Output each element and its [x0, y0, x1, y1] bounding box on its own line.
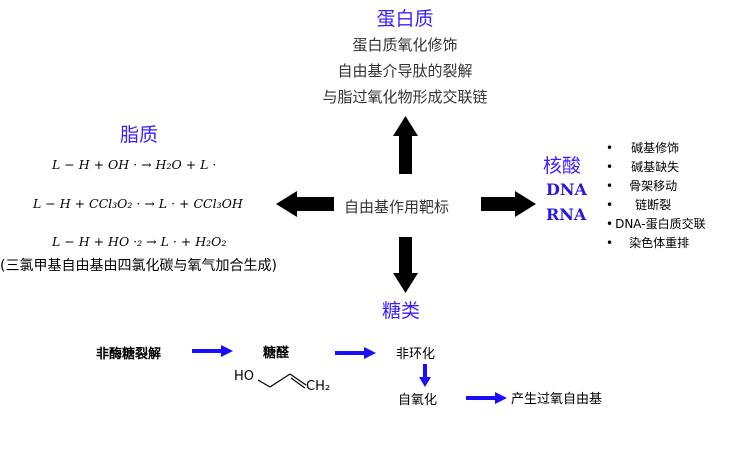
sugar-step-3: 非环化: [396, 347, 436, 362]
list-item: • 碱基修饰: [606, 139, 746, 158]
list-item: •DNA-蛋白质交联: [606, 215, 746, 234]
lipid-equation-1: L − H + OH · → H₂O + L ·: [52, 157, 217, 172]
list-item-text: 碱基修饰: [631, 141, 680, 155]
list-item-text: 染色体重排: [629, 236, 690, 250]
list-item-text: 碱基缺失: [631, 160, 680, 174]
arrow-right-to-nucleic: [481, 191, 536, 217]
protein-line-2: 自由基介导肽的裂解: [337, 62, 473, 80]
arrow-left-to-lipid: [276, 191, 334, 217]
lipid-note: (三氯甲基自由基由四氯化碳与氧气加合生成): [0, 258, 277, 274]
list-item: • 链断裂: [606, 196, 746, 215]
list-item-text: 骨架移动: [629, 179, 678, 193]
sugar-step-4: 自氧化: [398, 393, 438, 408]
protein-title: 蛋白质: [376, 8, 434, 30]
bullet: •: [606, 179, 614, 193]
arrow-sugar-2: [335, 347, 376, 359]
sugar-step-1: 非酶糖裂解: [96, 347, 162, 362]
arrow-up-to-protein: [393, 116, 418, 174]
list-item: • 骨架移动: [606, 177, 746, 196]
sugar-step-5: 产生过氧自由基: [511, 392, 603, 407]
bullet: •: [606, 160, 614, 174]
lipid-equation-2: L − H + CCl₃O₂ · → L · + CCl₃OH: [33, 196, 243, 211]
sugar-step-2: 糖醛: [263, 346, 290, 361]
lipid-title: 脂质: [120, 124, 159, 146]
list-item: • 染色体重排: [606, 234, 746, 253]
lipid-equation-3: L − H + HO ·₂ → L · + H₂O₂: [52, 234, 227, 249]
bullet: •: [606, 236, 614, 250]
bullet: •: [606, 141, 614, 155]
nucleic-dna: DNA: [546, 180, 587, 199]
protein-line-3: 与脂过氧化物形成交联链: [322, 88, 488, 106]
molecule-ho-label: HO: [234, 369, 255, 384]
allyl-alcohol-structure: [257, 373, 307, 389]
sugar-title: 糖类: [382, 300, 421, 322]
list-item-text: 链断裂: [635, 198, 672, 212]
arrow-sugar-1: [192, 345, 233, 357]
list-item: • 碱基缺失: [606, 158, 746, 177]
protein-line-1: 蛋白质氧化修饰: [352, 36, 458, 54]
center-label: 自由基作用靶标: [344, 198, 450, 216]
arrow-down-to-sugar: [393, 237, 418, 293]
nucleic-title: 核酸: [543, 155, 582, 177]
bullet: •: [606, 198, 614, 212]
bullet: •: [606, 217, 614, 231]
nucleic-damage-list: •碱基修饰 •碱基缺失 •骨架移动 •链断裂 •DNA-蛋白质交联 •染色体重排: [606, 139, 746, 253]
molecule-ch2-label: CH₂: [306, 379, 331, 394]
arrow-sugar-down: [419, 364, 431, 387]
arrow-sugar-3: [466, 392, 507, 404]
nucleic-rna: RNA: [546, 205, 587, 224]
list-item-text: DNA-蛋白质交联: [615, 217, 706, 231]
